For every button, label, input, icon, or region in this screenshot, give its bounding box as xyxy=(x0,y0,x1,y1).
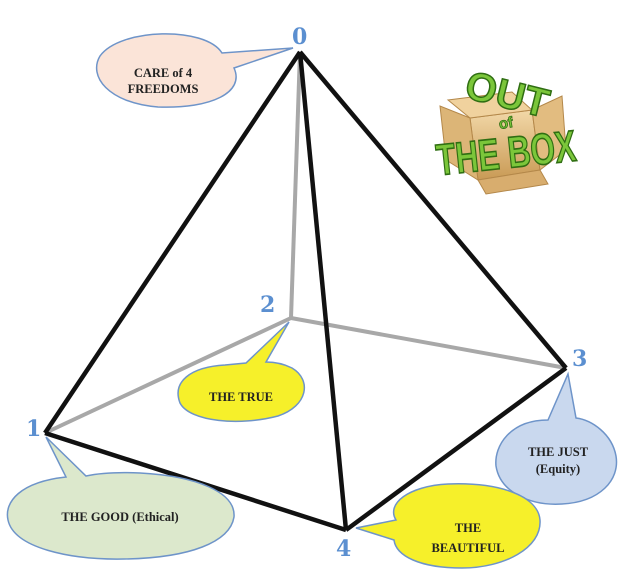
hidden-edges xyxy=(44,51,567,435)
callout-beautiful-line2: BEAUTIFUL xyxy=(432,541,505,555)
callout-the-true: THE TRUE xyxy=(177,321,306,423)
edge-1-to-2 xyxy=(44,316,292,435)
out-of-the-box-logo: OUT of THE BOX xyxy=(433,63,579,195)
callout-the-just: THE JUST (Equity) xyxy=(495,371,618,505)
callout-care-freedoms: CARE of 4 FREEDOMS xyxy=(95,33,294,108)
callout-good-bubble xyxy=(6,436,235,560)
callout-beautiful-bubble xyxy=(355,483,541,569)
callout-care-bubble xyxy=(95,33,294,108)
callout-care-line2: FREEDOMS xyxy=(128,82,199,96)
vertex-label-3: 3 xyxy=(572,346,587,372)
cardboard-box-icon xyxy=(439,91,567,195)
edge-apex-to-2 xyxy=(289,51,302,319)
edge-apex-to-4 xyxy=(297,51,349,531)
callout-care-line1: CARE of 4 xyxy=(134,66,193,80)
callout-just-bubble xyxy=(495,371,618,505)
callout-the-good: THE GOOD (Ethical) xyxy=(6,436,235,560)
callout-good-line1: THE GOOD (Ethical) xyxy=(61,510,178,524)
vertex-labels: 0 1 2 3 4 xyxy=(26,24,587,562)
vertex-label-4: 4 xyxy=(336,536,351,562)
callout-the-beautiful: THE BEAUTIFUL xyxy=(355,483,541,569)
callout-beautiful-line1: THE xyxy=(455,521,481,535)
edge-4-to-3 xyxy=(344,366,568,532)
callout-true-bubble xyxy=(177,321,306,423)
edge-apex-to-1 xyxy=(43,50,302,435)
callout-just-line2: (Equity) xyxy=(536,462,580,476)
edge-apex-to-3 xyxy=(298,50,568,370)
vertex-label-2: 2 xyxy=(260,292,275,318)
edge-2-to-3 xyxy=(290,316,567,370)
vertex-label-0: 0 xyxy=(292,24,307,50)
vertex-label-1: 1 xyxy=(26,416,41,442)
logo-text-of: of xyxy=(497,114,515,133)
callout-just-line1: THE JUST xyxy=(528,445,589,459)
callout-true-line1: THE TRUE xyxy=(209,390,273,404)
